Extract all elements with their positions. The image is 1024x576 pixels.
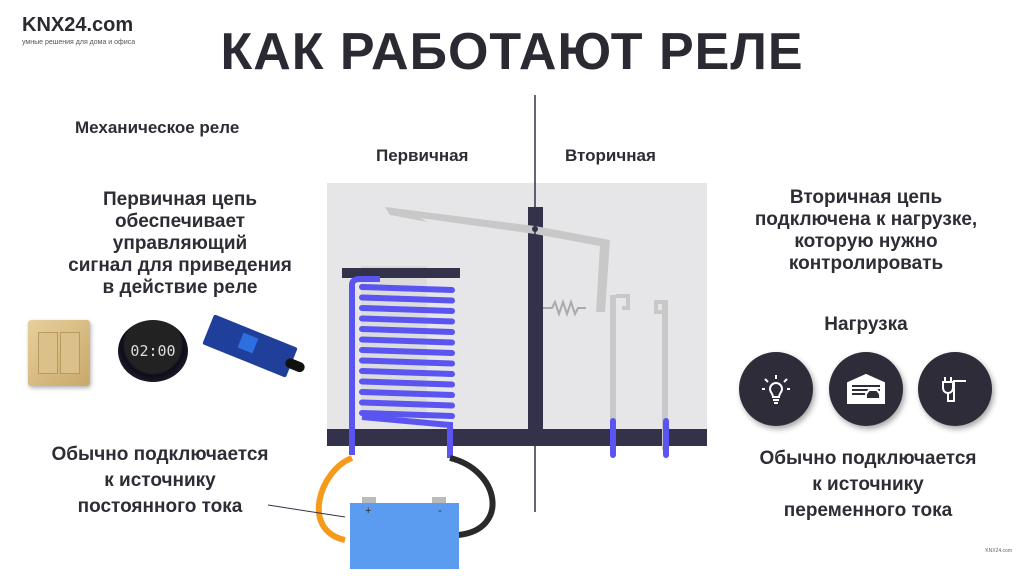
coil-turn bbox=[359, 326, 455, 335]
coil-turn bbox=[359, 347, 455, 356]
coil-cap bbox=[342, 268, 460, 278]
coil-turn bbox=[359, 336, 455, 346]
garage-icon bbox=[829, 352, 903, 426]
subtitle: Механическое реле bbox=[75, 118, 240, 137]
coil-turn bbox=[359, 399, 455, 409]
page-title: КАК РАБОТАЮТ РЕЛЕ bbox=[220, 23, 804, 81]
coil-turn bbox=[359, 378, 455, 388]
watermark: KNX24.com bbox=[985, 548, 1012, 554]
ac-source-note: Обычно подключается к источнику переменн… bbox=[759, 448, 977, 521]
coil-turn bbox=[359, 410, 455, 419]
dc-source-note: Обычно подключается к источнику постоянн… bbox=[51, 444, 269, 517]
battery bbox=[350, 503, 459, 569]
coil-turn bbox=[359, 294, 455, 304]
secondary-description: Вторичная цепь подключена к нагрузке, ко… bbox=[754, 187, 978, 274]
plug-icon bbox=[918, 352, 992, 426]
light-bulb-icon bbox=[739, 352, 813, 426]
return-spring bbox=[543, 298, 586, 318]
battery-minus: - bbox=[438, 505, 442, 517]
coil-turn bbox=[359, 357, 455, 367]
coil-turn bbox=[359, 305, 455, 314]
digital-timer-image: 02:00 bbox=[118, 320, 188, 382]
logo: KNX24.com bbox=[22, 14, 134, 36]
wall-switch-image bbox=[28, 320, 90, 386]
coil-winding bbox=[359, 284, 455, 419]
armature-lever bbox=[385, 207, 610, 312]
coil-turn bbox=[359, 315, 455, 325]
battery-plus: + bbox=[365, 505, 371, 517]
iron-core bbox=[361, 270, 427, 420]
contact-nc bbox=[610, 295, 616, 450]
relay-base bbox=[327, 429, 707, 446]
coil-turn bbox=[359, 284, 455, 293]
load-heading: Нагрузка bbox=[824, 314, 908, 335]
primary-description: Первичная цепь обеспечивает управляющий … bbox=[68, 189, 292, 298]
coil-turn bbox=[359, 389, 455, 398]
secondary-label: Вторичная bbox=[565, 146, 656, 165]
primary-label: Первичная bbox=[376, 146, 469, 165]
logo-tagline: умные решения для дома и офиса bbox=[22, 39, 136, 46]
contact-no bbox=[662, 300, 668, 450]
coil-turn bbox=[359, 368, 455, 377]
negative-wire bbox=[449, 455, 496, 538]
positive-wire bbox=[315, 455, 354, 543]
